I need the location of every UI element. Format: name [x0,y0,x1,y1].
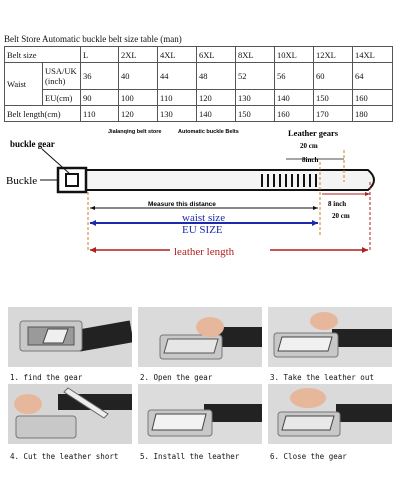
table-cell: 40 [118,62,159,90]
gap-8inch-label: 8inch [302,156,318,164]
table-cell: 160 [352,89,394,106]
table-cell: 44 [157,62,198,90]
brand-label: Automatic buckle Belts [178,129,239,135]
us-unit-label: USA/UK (inch) [41,62,82,90]
table-header-row: Belt size L 2XL 4XL 6XL 8XL 10XL 12XL 14… [3,46,394,63]
table-cell: 56 [274,62,315,90]
step-photo-4 [8,384,132,444]
size-table: Belt size L 2XL 4XL 6XL 8XL 10XL 12XL 14… [3,46,394,122]
table-header-cell: 12XL [313,46,354,63]
table-header-cell: L [80,46,120,63]
eu-unit-label: EU(cm) [41,89,82,106]
waist-size-label: waist size [182,212,225,224]
length-label: Belt length(cm) [3,105,82,122]
table-cell: 180 [352,105,394,122]
buckle-label: Buckle [6,175,37,187]
table-cell: 120 [196,89,237,106]
table-cell: 36 [80,62,120,90]
buckle-gear-pointer [41,148,71,175]
step-label-3: 3. Take the leather out [270,373,374,382]
table-cell: 64 [352,62,394,90]
belt-strap [59,169,375,191]
tail-8inch-label: 8 inch [328,200,346,208]
table-row: EU(cm) 90 100 110 120 130 140 150 160 [5,89,394,106]
leather-gears-label: Leather gears [288,128,339,138]
table-cell: 160 [274,105,315,122]
leather-gear-teeth [261,174,317,187]
step-photo-6 [268,384,392,444]
table-cell: 140 [196,105,237,122]
step-label-4: 4. Cut the leather short [10,452,119,461]
table-header-cell: Belt size [3,46,82,63]
eu-size-label: EU SIZE [182,224,223,236]
step-label-6: 6. Close the gear [270,452,347,461]
table-cell: 120 [118,105,159,122]
size-table-title: Belt Store Automatic buckle belt size ta… [4,34,182,44]
table-cell: 130 [157,105,198,122]
step-label-1: 1. find the gear [10,373,83,382]
waist-label: Waist [4,62,43,106]
table-row: Waist USA/UK (inch) 36 40 44 48 52 56 60… [4,62,394,106]
step-label-2: 2. Open the gear [140,373,213,382]
table-header-cell: 6XL [196,46,237,63]
table-header-cell: 14XL [352,46,394,63]
tail-20cm-label: 20 cm [332,212,350,220]
table-cell: 110 [157,89,198,106]
step-label-5: 5. Install the leather [140,452,240,461]
table-cell: 60 [313,62,354,90]
buckle-gear-shape [65,173,79,187]
table-row: Belt length(cm) 110 120 130 140 150 160 … [3,105,394,122]
buckle-gear-label: buckle gear [10,139,55,149]
table-header-cell: 8XL [235,46,276,63]
step-photo-3 [268,307,392,367]
leather-length-label: leather length [174,246,235,258]
table-cell: 48 [196,62,237,90]
table-header-cell: 2XL [118,46,159,63]
table-cell: 170 [313,105,354,122]
step-photo-2 [138,307,262,367]
store-label: Jialanqing belt store [108,129,161,135]
table-cell: 52 [235,62,276,90]
table-cell: 130 [235,89,276,106]
table-cell: 110 [80,105,120,122]
table-cell: 150 [235,105,276,122]
table-header-cell: 10XL [274,46,315,63]
table-cell: 100 [118,89,159,106]
gap-20cm-label: 20 cm [300,142,318,150]
table-cell: 90 [80,89,120,106]
step-photo-1 [8,307,132,367]
measure-label: Measure this distance [148,201,216,208]
table-header-cell: 4XL [157,46,198,63]
belt-diagram: buckle gear Jialanqing belt store Automa… [6,128,375,258]
table-cell: 140 [274,89,315,106]
table-cell: 150 [313,89,354,106]
step-photo-5 [138,384,262,444]
